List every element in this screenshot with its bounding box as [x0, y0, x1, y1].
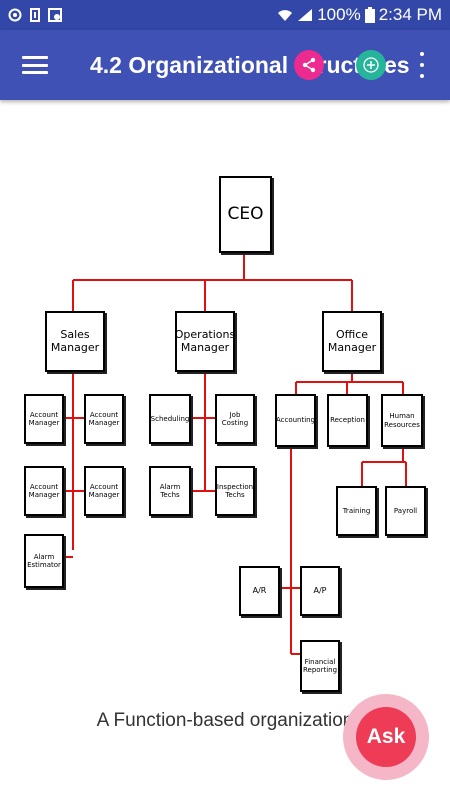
- accounting-box: Accounting: [275, 394, 316, 447]
- human-resources-label-line1: Human: [389, 412, 415, 421]
- signal-icon: [298, 9, 313, 21]
- scheduling-box: Scheduling: [149, 394, 191, 444]
- job-costing-label-line2: Costing: [221, 419, 249, 427]
- alarm-techs-box: Alarm Techs: [149, 466, 191, 516]
- sales-manager-label-line1: Sales: [60, 327, 90, 341]
- add-circle-icon: [363, 57, 379, 73]
- accounts-receivable-label: A/R: [252, 586, 267, 596]
- share-icon: [302, 57, 316, 73]
- alarm-techs-label-line1: Alarm: [159, 482, 181, 491]
- financial-reporting-label-line2: Reporting: [302, 666, 338, 674]
- training-label: Training: [342, 506, 371, 515]
- org-chart-connectors: [64, 253, 407, 655]
- account-manager-label-line2: Manager: [28, 491, 60, 499]
- sync-icon: [8, 8, 22, 22]
- hamburger-icon: [22, 56, 48, 59]
- account-manager-label-line1: Account: [29, 482, 59, 491]
- office-manager-label-line1: Office: [335, 327, 369, 341]
- alarm-techs-label-line2: Techs: [160, 491, 180, 499]
- account-manager-label-line1: Account: [29, 410, 59, 419]
- more-vert-icon: [420, 52, 424, 56]
- clock: 2:34 PM: [378, 5, 442, 24]
- inspection-techs-box: Inspection Techs: [215, 466, 255, 516]
- training-box: Training: [336, 486, 377, 536]
- ceo-box: CEO: [219, 176, 272, 253]
- account-manager-box: Account Manager: [84, 394, 124, 444]
- scheduling-label: Scheduling: [150, 414, 190, 423]
- office-manager-label-line2: Manager: [327, 340, 377, 354]
- reception-box: Reception: [327, 394, 368, 447]
- wifi-icon: [278, 10, 293, 21]
- sales-manager-label-line2: Manager: [50, 340, 100, 354]
- account-manager-box: Account Manager: [84, 466, 124, 516]
- office-manager-box: Office Manager: [322, 311, 382, 372]
- human-resources-label-line2: Resources: [384, 420, 420, 429]
- operations-manager-box: Operations Manager: [175, 311, 235, 372]
- payroll-label: Payroll: [393, 506, 418, 515]
- operations-manager-label-line2: Manager: [180, 340, 230, 354]
- page-title: 4.2 Organizational Structures: [90, 52, 410, 78]
- account-manager-box: Account Manager: [24, 466, 64, 516]
- alarm-estimator-label-line2: Estimator: [27, 561, 61, 569]
- battery-icon: [364, 7, 375, 23]
- job-costing-label-line1: Job: [229, 410, 241, 419]
- usb-icon: [30, 8, 40, 22]
- inspection-techs-label-line1: Inspection: [216, 482, 254, 491]
- org-chart: CEO Sales Manager Operations Manager Off…: [0, 100, 450, 700]
- financial-reporting-box: Financial Reporting: [300, 640, 340, 692]
- financial-reporting-label-line1: Financial: [304, 657, 336, 666]
- accounts-payable-label: A/P: [313, 586, 327, 596]
- inspection-techs-label-line2: Techs: [225, 491, 245, 499]
- account-manager-label-line1: Account: [89, 482, 119, 491]
- ceo-label: CEO: [227, 203, 264, 224]
- app-bar: 4.2 Organizational Structures: [0, 30, 450, 100]
- account-manager-box: Account Manager: [24, 394, 64, 444]
- menu-button[interactable]: [22, 56, 48, 74]
- operations-manager-label-line1: Operations: [174, 327, 236, 341]
- job-costing-box: Job Costing: [215, 394, 255, 444]
- sales-manager-box: Sales Manager: [45, 311, 105, 372]
- human-resources-box: Human Resources: [381, 394, 423, 447]
- alarm-estimator-box: Alarm Estimator: [24, 534, 64, 588]
- ask-button-label: Ask: [356, 707, 416, 767]
- share-button[interactable]: [294, 50, 324, 80]
- payroll-box: Payroll: [385, 486, 426, 536]
- status-bar: 100% 2:34 PM: [0, 0, 450, 30]
- ask-button[interactable]: Ask: [343, 694, 429, 780]
- account-manager-label-line2: Manager: [88, 491, 120, 499]
- add-button[interactable]: [356, 50, 386, 80]
- account-manager-label-line2: Manager: [28, 419, 60, 427]
- account-manager-label-line2: Manager: [88, 419, 120, 427]
- more-options-button[interactable]: [418, 52, 426, 78]
- figure-caption: A Function-based organization: [96, 710, 354, 731]
- reception-label: Reception: [330, 416, 365, 425]
- account-manager-label-line1: Account: [89, 410, 119, 419]
- battery-percent: 100%: [317, 5, 361, 24]
- alarm-estimator-label-line1: Alarm: [33, 552, 55, 561]
- accounts-payable-box: A/P: [300, 566, 340, 616]
- accounts-receivable-box: A/R: [239, 566, 280, 616]
- image-icon: [48, 8, 62, 22]
- accounting-label: Accounting: [275, 416, 316, 425]
